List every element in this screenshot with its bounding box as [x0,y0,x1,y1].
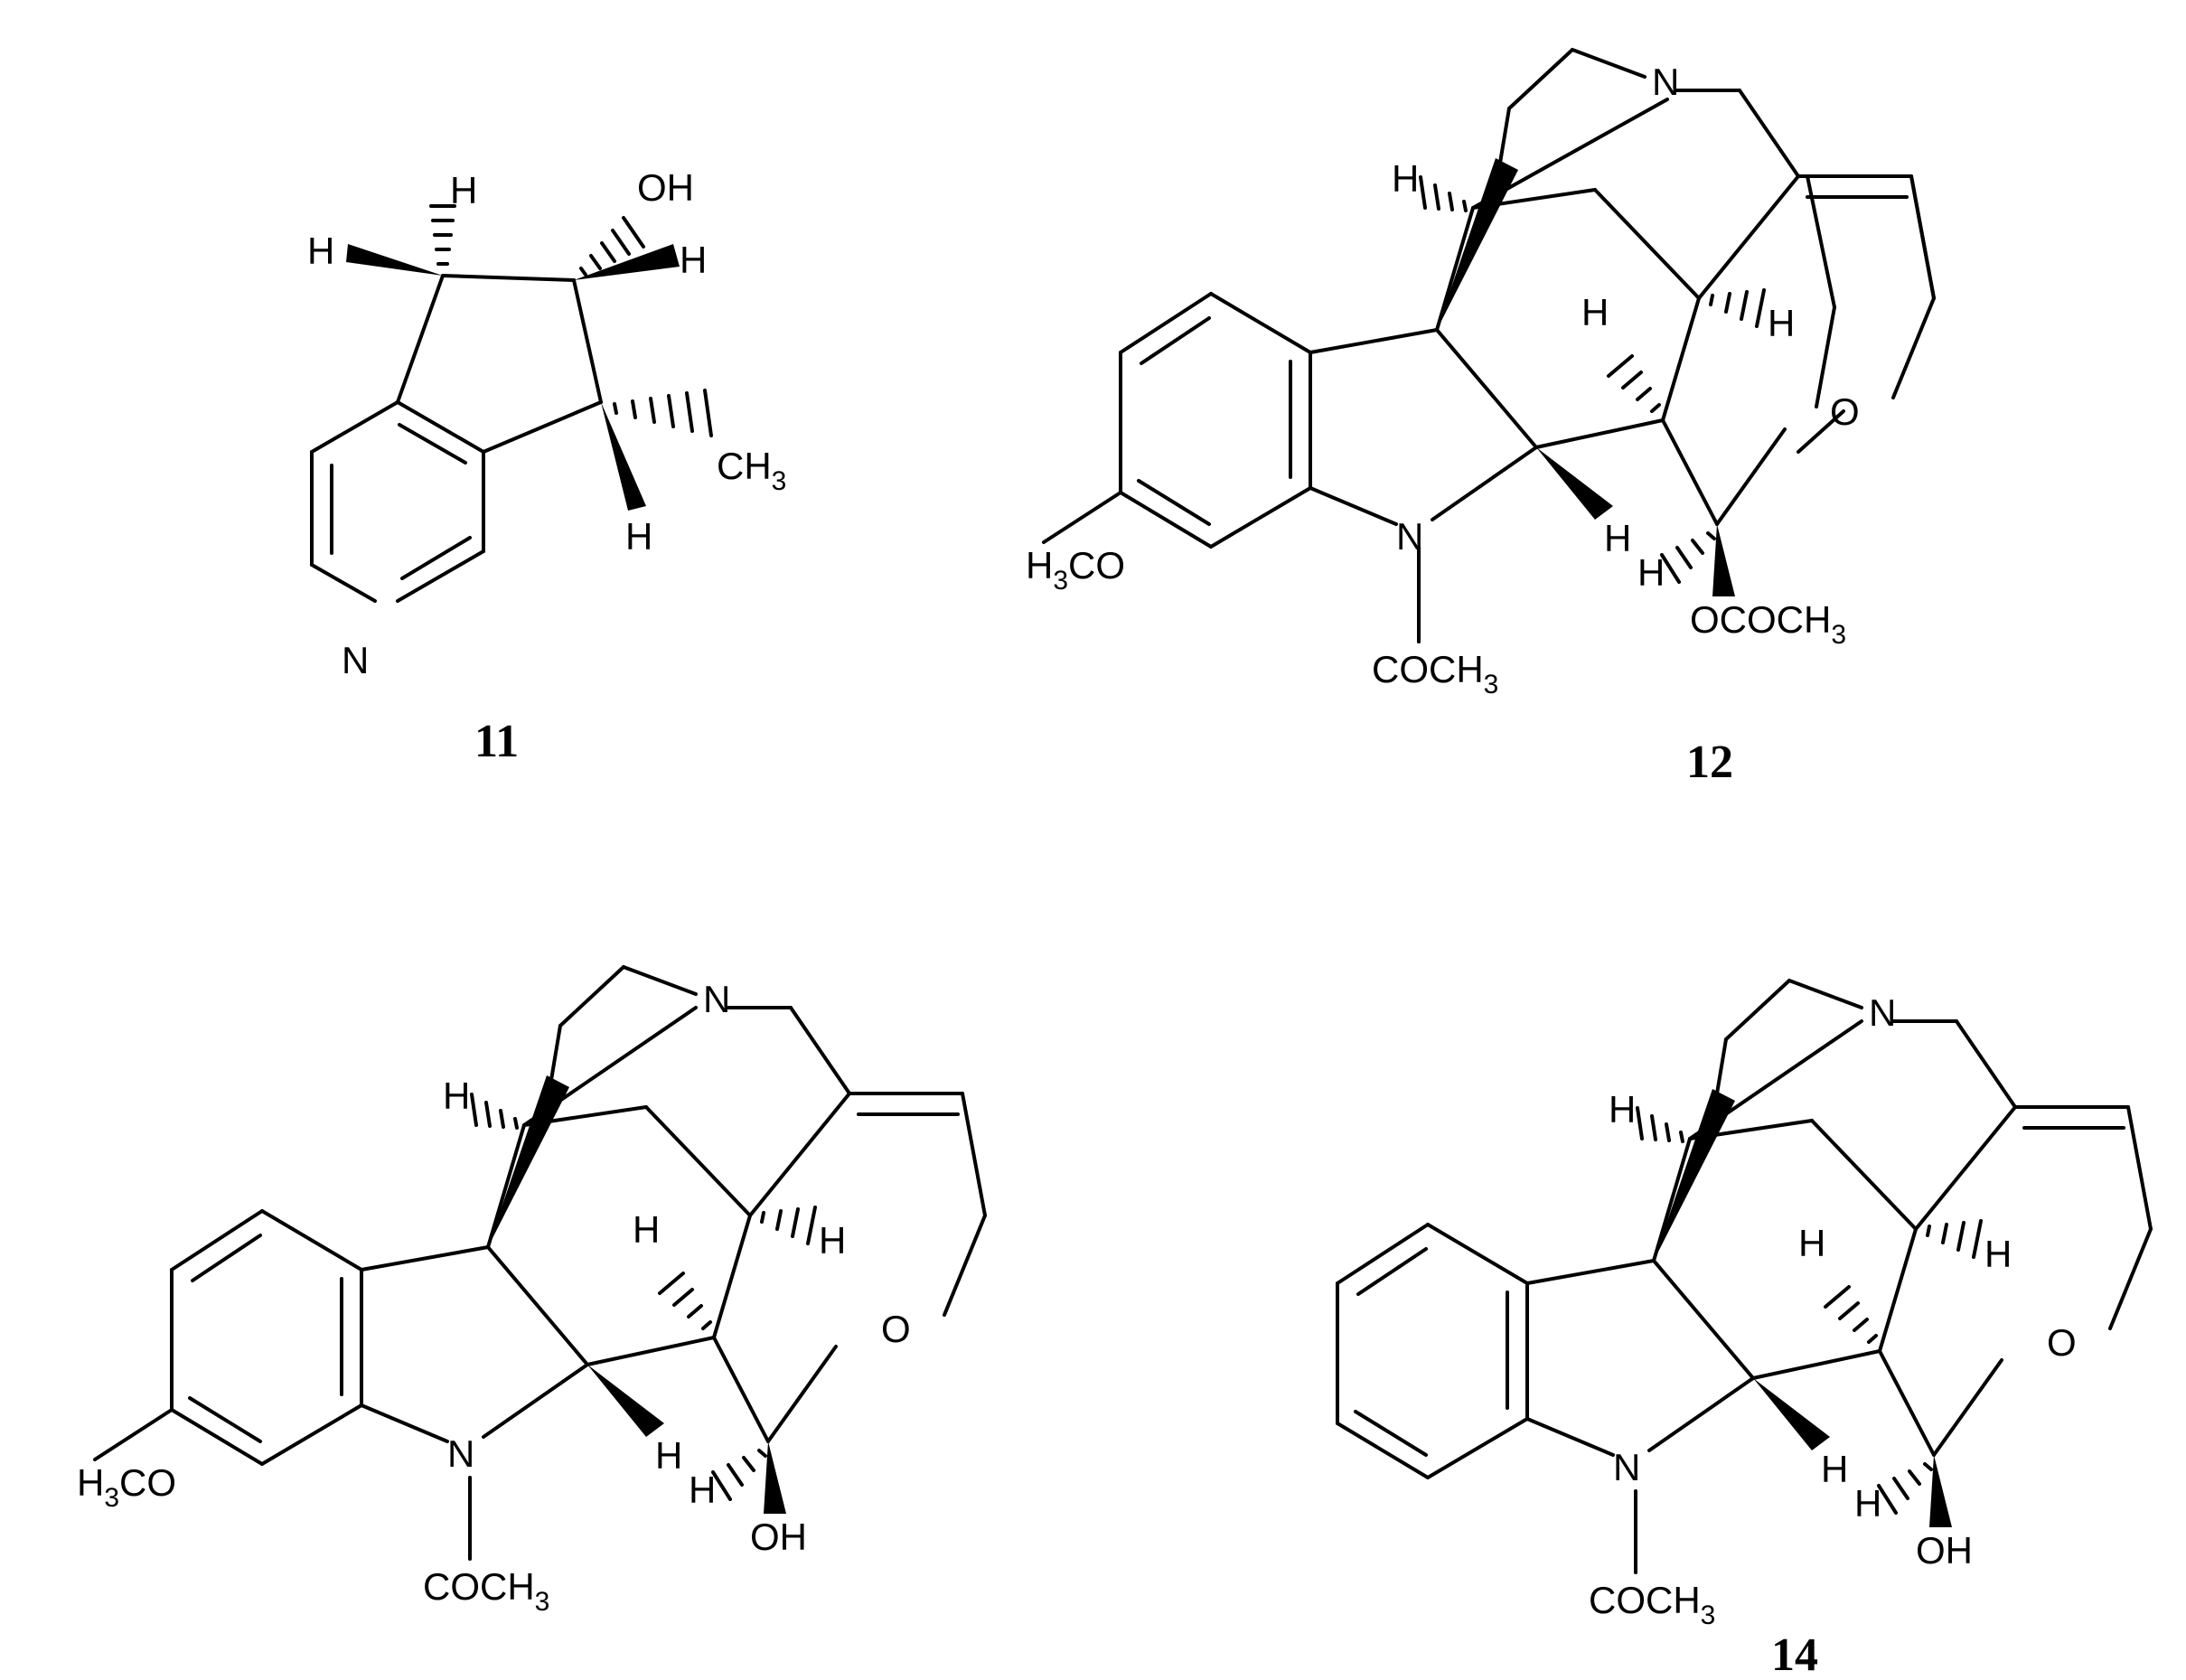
compound-11: H H OH H CH3 H N 11 [307,166,786,767]
wedge-bond [587,1365,664,1437]
hashed-bond [429,204,456,266]
wedge-bond [1536,447,1613,520]
hashed-bond [1824,1285,1878,1344]
hashed-bond [1709,288,1766,328]
atom-h: H [1609,1088,1636,1131]
atom-n: N [1396,515,1423,558]
atom-acetyl: COCH3 [423,1565,549,1617]
atom-h: H [450,169,477,211]
atom-acetoxy: OCOCH3 [1690,598,1846,650]
atom-h: H [1984,1233,2012,1275]
hashed-bond [1926,1219,1983,1259]
wedge-bond [764,1441,786,1514]
compound-11-stereo-bonds [346,204,713,511]
atom-acetyl: COCH3 [1372,648,1498,699]
atom-h: H [680,239,707,281]
compound-13-bonds [93,965,987,1561]
compound-14: N H H H O N H H COCH3 OH 14 [1336,979,2153,1680]
atom-n: N [1613,1446,1640,1488]
compound-12-atoms: N H H H O N H H H3CO COCH3 OCOCH3 [1026,61,1860,699]
compound-14-stereo-bonds [1636,1089,1983,1527]
hashed-bond [760,1206,817,1245]
atom-oh: OH [637,166,694,209]
compound-11-atoms: H H OH H CH3 H N [307,166,786,681]
compound-13: N H H H O N H H H3CO COCH3 OH 13 [77,965,987,1617]
atom-o: O [2047,1321,2077,1364]
atom-methoxy: H3CO [77,1461,176,1513]
wedge-bond [1437,158,1518,330]
hashed-bond [613,389,713,437]
compound-12-stereo-bonds [1419,158,1766,596]
compound-13-atoms: N H H H O N H H H3CO COCH3 OH [77,978,911,1617]
hashed-bond [658,1272,712,1330]
atom-h: H [1637,551,1665,594]
hashed-bond [470,1093,519,1130]
wedge-bond [488,1075,569,1247]
compound-14-bonds [1336,979,2153,1574]
wedge-bond [1712,524,1735,596]
atom-h: H [819,1219,846,1262]
hashed-bond [1419,175,1468,212]
wedge-bond [1654,1089,1735,1261]
atom-h: H [1392,157,1419,200]
atom-h: H [307,230,334,272]
compound-label: 11 [474,716,519,767]
compound-label: 14 [1771,1629,1818,1680]
hashed-bond [1877,1462,1933,1515]
compound-label: 12 [1686,737,1733,788]
wedge-bond [601,402,646,511]
atom-acetyl: COCH3 [1589,1579,1715,1630]
compound-12: N H H H O N H H H3CO COCH3 OCOCH3 12 [1026,48,1936,788]
atom-oh: OH [750,1516,807,1558]
wedge-bond [1929,1455,1952,1527]
atom-n: N [342,639,369,681]
atom-ch3: CH3 [717,445,786,496]
atom-n: N [1869,991,1896,1034]
hashed-bond [1607,354,1661,413]
atom-n: N [703,978,730,1020]
atom-h: H [1798,1222,1825,1264]
atom-o: O [1830,390,1860,433]
atom-h: H [1821,1448,1848,1490]
atom-h: H [1768,302,1795,344]
atom-h: H [633,1208,660,1251]
atom-n: N [1652,61,1679,103]
compound-13-stereo-bonds [470,1075,817,1514]
atom-methoxy: H3CO [1026,544,1125,596]
atom-h: H [443,1075,470,1117]
atom-h: H [1854,1482,1881,1525]
wedge-bond [1753,1378,1830,1450]
hashed-bond [1660,531,1716,584]
atom-h: H [689,1469,716,1511]
atom-h: H [1581,291,1609,333]
atom-h: H [1604,517,1631,559]
hashed-bond [1636,1106,1684,1143]
compound-11-bonds [310,274,603,603]
compound-14-atoms: N H H H O N H H COCH3 OH [1589,991,2077,1630]
atom-h: H [655,1434,682,1477]
atom-oh: OH [1916,1529,1973,1572]
wedge-bond [574,244,680,280]
wedge-bond [346,244,443,276]
atom-h: H [625,515,652,558]
hashed-bond [579,216,645,277]
atom-o: O [881,1308,911,1350]
hashed-bond [711,1449,767,1501]
atom-n: N [447,1432,474,1475]
compound-12-bonds [1042,48,1936,643]
